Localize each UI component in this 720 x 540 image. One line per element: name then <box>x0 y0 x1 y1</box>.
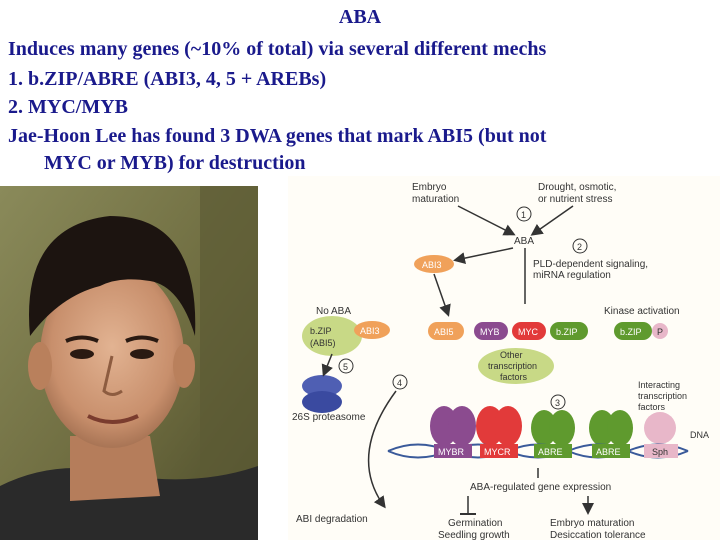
step-2-label: 2 <box>577 242 582 252</box>
abre-label-2: ABRE <box>596 447 621 457</box>
sph-label: Sph <box>652 447 668 457</box>
slide-title: ABA <box>338 6 382 28</box>
bullet-dwa-genes-cont: MYC or MYB) for destruction <box>44 152 306 174</box>
aba-signaling-diagram: Embryo maturation Drought, osmotic, or n… <box>288 176 720 540</box>
drought-label-2: or nutrient stress <box>538 194 612 205</box>
interacting-label-3: factors <box>638 402 666 412</box>
bullet-bzip-abre: 1. b.ZIP/ABRE (ABI3, 4, 5 + AREBs) <box>8 68 327 90</box>
myc-label: MYC <box>518 327 539 337</box>
embryo-maturation-label: Embryo maturation <box>550 518 634 529</box>
abi5-paren-label: (ABI5) <box>310 338 336 348</box>
germination-label: Germination <box>448 518 502 529</box>
abi5-middle-label: ABI5 <box>434 327 454 337</box>
aba-gene-expression-label: ABA-regulated gene expression <box>470 482 611 493</box>
abre-label-1: ABRE <box>538 447 563 457</box>
abi-degradation-label: ABI degradation <box>296 514 368 525</box>
desiccation-label: Desiccation tolerance <box>550 530 646 540</box>
aba-node-label: ABA <box>514 236 534 247</box>
bullet-myc-myb: 2. MYC/MYB <box>8 96 128 118</box>
embryo-label: Embryo <box>412 182 447 193</box>
no-aba-label: No ABA <box>316 306 351 317</box>
other-tf-label-3: factors <box>500 372 528 382</box>
portrait-photo <box>0 186 258 540</box>
mybr-label: MYBR <box>438 447 465 457</box>
dna-label: DNA <box>690 430 709 440</box>
abi3-left-label: ABI3 <box>360 326 380 336</box>
bzip-right-label: b.ZIP <box>620 327 642 337</box>
seedling-label: Seedling growth <box>438 530 510 540</box>
maturation-label: maturation <box>412 194 459 205</box>
drought-label-1: Drought, osmotic, <box>538 182 616 193</box>
kinase-label: Kinase activation <box>604 306 680 317</box>
step-4-label: 4 <box>397 378 402 388</box>
myb-label: MYB <box>480 327 500 337</box>
step-1-label: 1 <box>521 210 526 220</box>
pld-label-2: miRNA regulation <box>533 270 611 281</box>
bzip-middle-label: b.ZIP <box>556 327 578 337</box>
phospho-label: P <box>657 327 663 337</box>
bullet-dwa-genes: Jae-Hoon Lee has found 3 DWA genes that … <box>8 125 547 147</box>
pld-label-1: PLD-dependent signaling, <box>533 259 648 270</box>
interacting-label-2: transcription <box>638 391 687 401</box>
other-tf-label-1: Other <box>500 350 523 360</box>
bullet-intro: Induces many genes (~10% of total) via s… <box>8 38 547 60</box>
bzip-left-label: b.ZIP <box>310 326 332 336</box>
proteasome-label: 26S proteasome <box>292 412 366 423</box>
step-3-label: 3 <box>555 398 560 408</box>
other-tf-label-2: transcription <box>488 361 537 371</box>
interacting-label-1: Interacting <box>638 380 680 390</box>
mycr-label: MYCR <box>484 447 511 457</box>
abi3-node-label: ABI3 <box>422 260 442 270</box>
step-5-label: 5 <box>343 362 348 372</box>
